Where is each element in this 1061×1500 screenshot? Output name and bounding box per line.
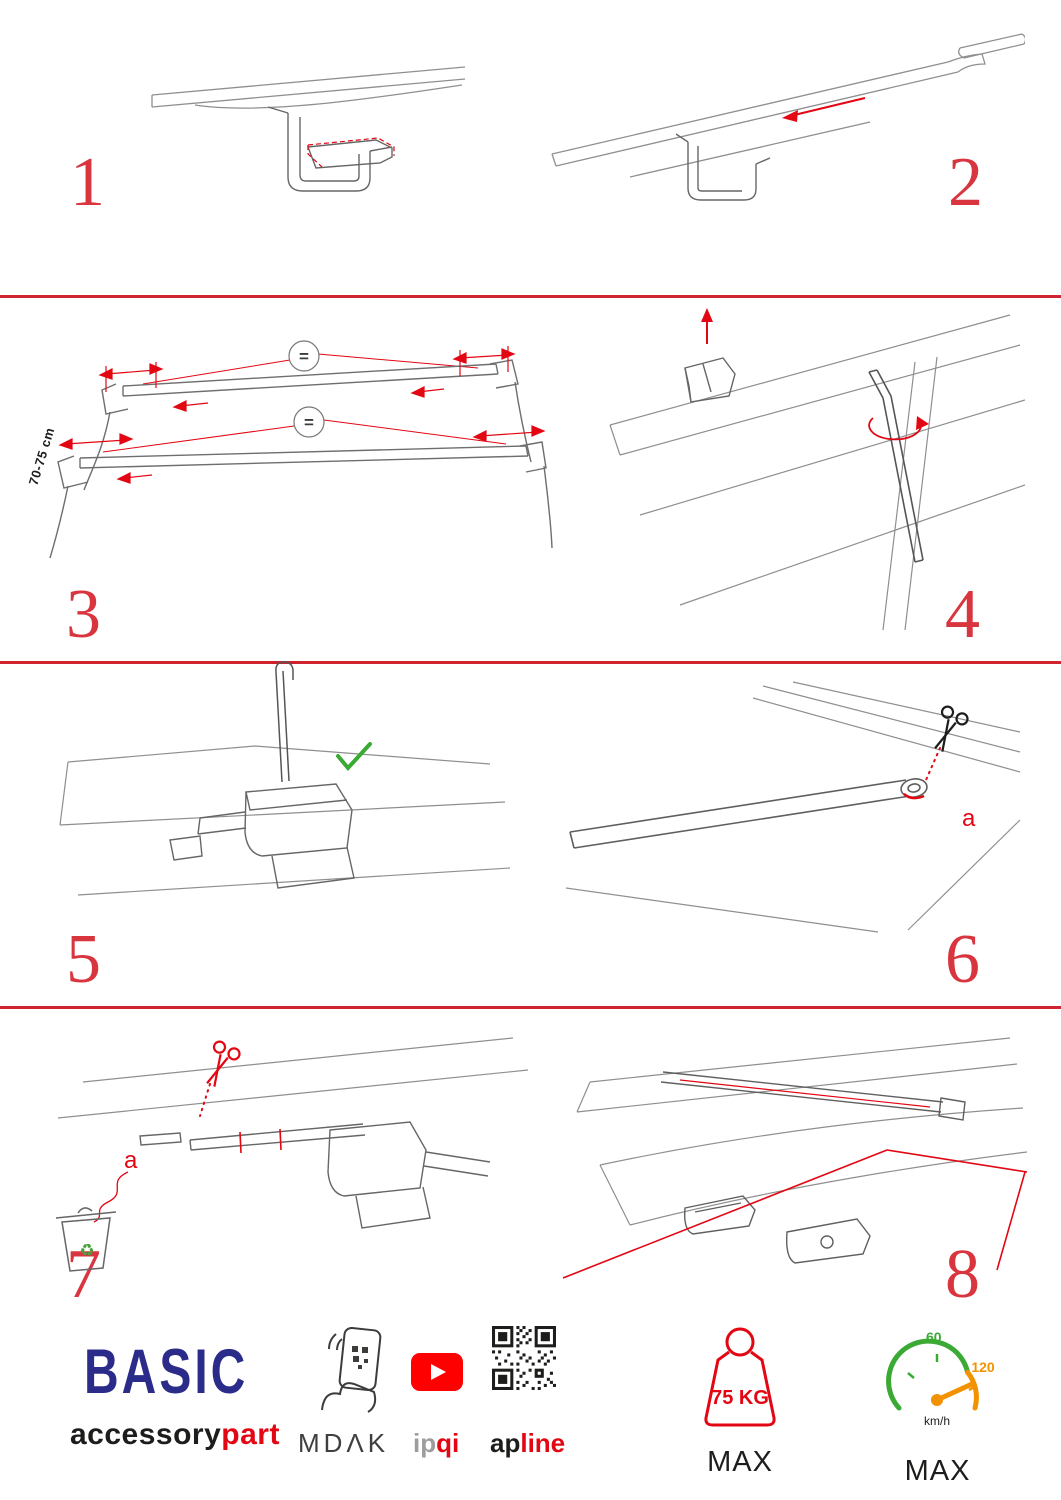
section-divider-2 (0, 661, 1061, 664)
strip-channel (679, 1079, 931, 1108)
scissors-icon (206, 1040, 241, 1087)
brand-accessorypart: accessorypart (70, 1418, 280, 1452)
brand-ap: ap (490, 1428, 521, 1458)
brand-ipqi: ipqi (413, 1428, 459, 1459)
step-7-illustration: a ♻ (55, 1037, 529, 1272)
step-8-illustration (562, 1037, 1028, 1279)
cut-line (925, 747, 941, 781)
step-2-illustration (551, 33, 1025, 201)
speed-high-label: 120 (971, 1359, 995, 1375)
svg-text:=: = (304, 413, 314, 432)
step-5-illustration (59, 661, 511, 896)
speedometer-icon: 60 120 km/h (886, 1329, 995, 1428)
locking-pin (275, 661, 294, 783)
svg-text:=: = (299, 347, 309, 366)
youtube-icon (411, 1353, 463, 1391)
step-3-number: 3 (66, 576, 101, 653)
step-4-number: 4 (945, 576, 980, 653)
brand-apline: apline (490, 1428, 565, 1459)
step-1-illustration (151, 66, 466, 192)
weight-value: 75 KG (711, 1387, 769, 1409)
insert-arrow (701, 308, 713, 344)
discard-path (93, 1171, 129, 1223)
checkmark-icon (336, 742, 372, 772)
phone-scan-icon (321, 1326, 382, 1413)
step-6-number: 6 (945, 921, 980, 998)
scissors-icon (934, 705, 969, 752)
equal-spacing-badge: = (288, 340, 320, 372)
section-divider-1 (0, 295, 1061, 298)
qr-code (492, 1326, 556, 1390)
step-2-number: 2 (948, 144, 983, 221)
weight-limit-icon: 75 KG (704, 1327, 776, 1427)
step-8-number: 8 (945, 1236, 980, 1313)
brand-qi: qi (436, 1428, 460, 1458)
clamp-highlight (307, 137, 395, 168)
cross-bar (569, 778, 928, 849)
step-4-illustration (609, 308, 1025, 631)
part-a-label: a (962, 805, 976, 832)
allen-key (868, 369, 924, 563)
slide-arrow (782, 97, 866, 122)
speed-low-label: 60 (926, 1329, 942, 1345)
brand-ip: ip (413, 1428, 437, 1458)
weight-max-label: MAX (707, 1446, 773, 1478)
trim-marks (239, 1128, 282, 1154)
alignment-lines (562, 1149, 1028, 1279)
brand-mdak: MDΛK (298, 1428, 390, 1458)
recycle-icon: ♻ (79, 1241, 94, 1260)
brand-logo-basic: BASIC (84, 1337, 249, 1408)
brand-line: line (520, 1428, 566, 1458)
step-3-illustration: = = (49, 340, 553, 559)
trash-bin-icon (55, 1207, 117, 1272)
speed-max-label: MAX (904, 1455, 971, 1487)
part-a-label: a (124, 1147, 138, 1174)
step-5-number: 5 (66, 921, 101, 998)
step-6-illustration: a (565, 681, 1021, 933)
rotate-arrow (868, 416, 929, 441)
cut-line (199, 1083, 211, 1117)
rubber-strip-end (903, 793, 925, 800)
brand-part: part (221, 1418, 280, 1451)
equal-spacing-badge: = (293, 406, 325, 438)
brand-accessory: accessory (70, 1418, 222, 1451)
speed-unit-label: km/h (924, 1414, 950, 1428)
section-divider-3 (0, 1006, 1061, 1009)
step-1-number: 1 (70, 144, 105, 221)
dimension-arrows (58, 346, 546, 484)
step-7-number: 7 (66, 1236, 101, 1313)
